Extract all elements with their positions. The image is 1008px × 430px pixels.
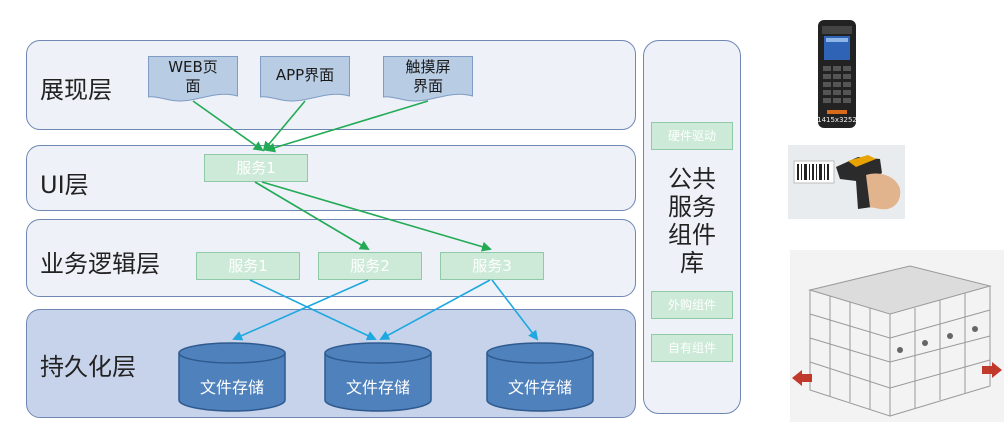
device-caption: 1415x3252: [817, 116, 857, 124]
touchscreen-interface-doc: 触摸屏 界面: [383, 56, 473, 102]
storage-label: 文件存储: [199, 378, 264, 397]
doc-label: 触摸屏 界面: [383, 58, 473, 96]
arrow-ui-to-service2: [254, 181, 370, 251]
ui-layer: [26, 145, 636, 211]
business-service-box: 服务2: [318, 252, 422, 280]
own-component-item: 自有组件: [651, 334, 733, 362]
purchased-component-item: 外购组件: [651, 291, 733, 319]
arrow-s1-to-storage2: [249, 279, 377, 341]
storage-cylinder: 文件存储: [178, 342, 286, 412]
doc-label: WEB页 面: [148, 58, 238, 96]
storage-label: 文件存储: [507, 378, 572, 397]
doc-label-line: APP界面: [275, 66, 335, 84]
storage-label: 文件存储: [345, 378, 410, 397]
storage-cylinder: 文件存储: [486, 342, 594, 412]
cylinder-icon: [324, 342, 432, 412]
common-library-title-line: 公共: [668, 165, 716, 193]
arrow-ui-to-service3: [261, 181, 492, 252]
persistence-layer-label: 持久化层: [40, 353, 136, 381]
handheld-terminal-photo: 1415x3252: [813, 18, 861, 130]
shelving-icon: [792, 265, 1002, 417]
cylinder-icon: [486, 342, 594, 412]
arrow-touch-to-ui: [265, 100, 429, 153]
web-page-doc: WEB页 面: [148, 56, 238, 102]
handheld-terminal-icon: [818, 20, 856, 128]
arrow-s3-to-storage3: [491, 279, 539, 341]
business-logic-layer-label: 业务逻辑层: [40, 250, 160, 278]
arrow-s2-to-storage1: [232, 279, 369, 341]
doc-label-line: WEB页: [168, 58, 218, 76]
arrow-app-to-ui: [262, 100, 306, 152]
common-library-title-line: 库: [680, 249, 704, 277]
doc-label-line: 触摸屏: [405, 58, 451, 76]
presentation-layer-label: 展现层: [40, 76, 112, 104]
arrow-s3-to-storage2: [379, 279, 491, 340]
doc-label: APP界面: [260, 66, 350, 85]
storage-shelving-photo: [790, 250, 1004, 422]
doc-shape: [383, 56, 473, 102]
barcode-scanner-icon: [793, 155, 901, 210]
doc-shape: [148, 56, 238, 102]
barcode-scanner-photo: [788, 145, 905, 219]
storage-cylinder: 文件存储: [324, 342, 432, 412]
business-service-box: 服务3: [440, 252, 544, 280]
doc-label-line: 界面: [412, 77, 443, 95]
cylinder-icon: [178, 342, 286, 412]
doc-label-line: 面: [185, 77, 201, 95]
hardware-driver-item: 硬件驱动: [651, 122, 733, 150]
common-library-title-line: 服务: [668, 193, 716, 221]
app-interface-doc: APP界面: [260, 56, 350, 102]
common-library-title: 公共 服务 组件 库: [655, 165, 729, 277]
doc-shape: [260, 56, 350, 102]
common-library-title-line: 组件: [668, 221, 716, 249]
ui-layer-label: UI层: [40, 171, 89, 199]
business-service-box: 服务1: [196, 252, 300, 280]
ui-service-box: 服务1: [204, 154, 308, 182]
arrow-web-to-ui: [192, 100, 264, 152]
